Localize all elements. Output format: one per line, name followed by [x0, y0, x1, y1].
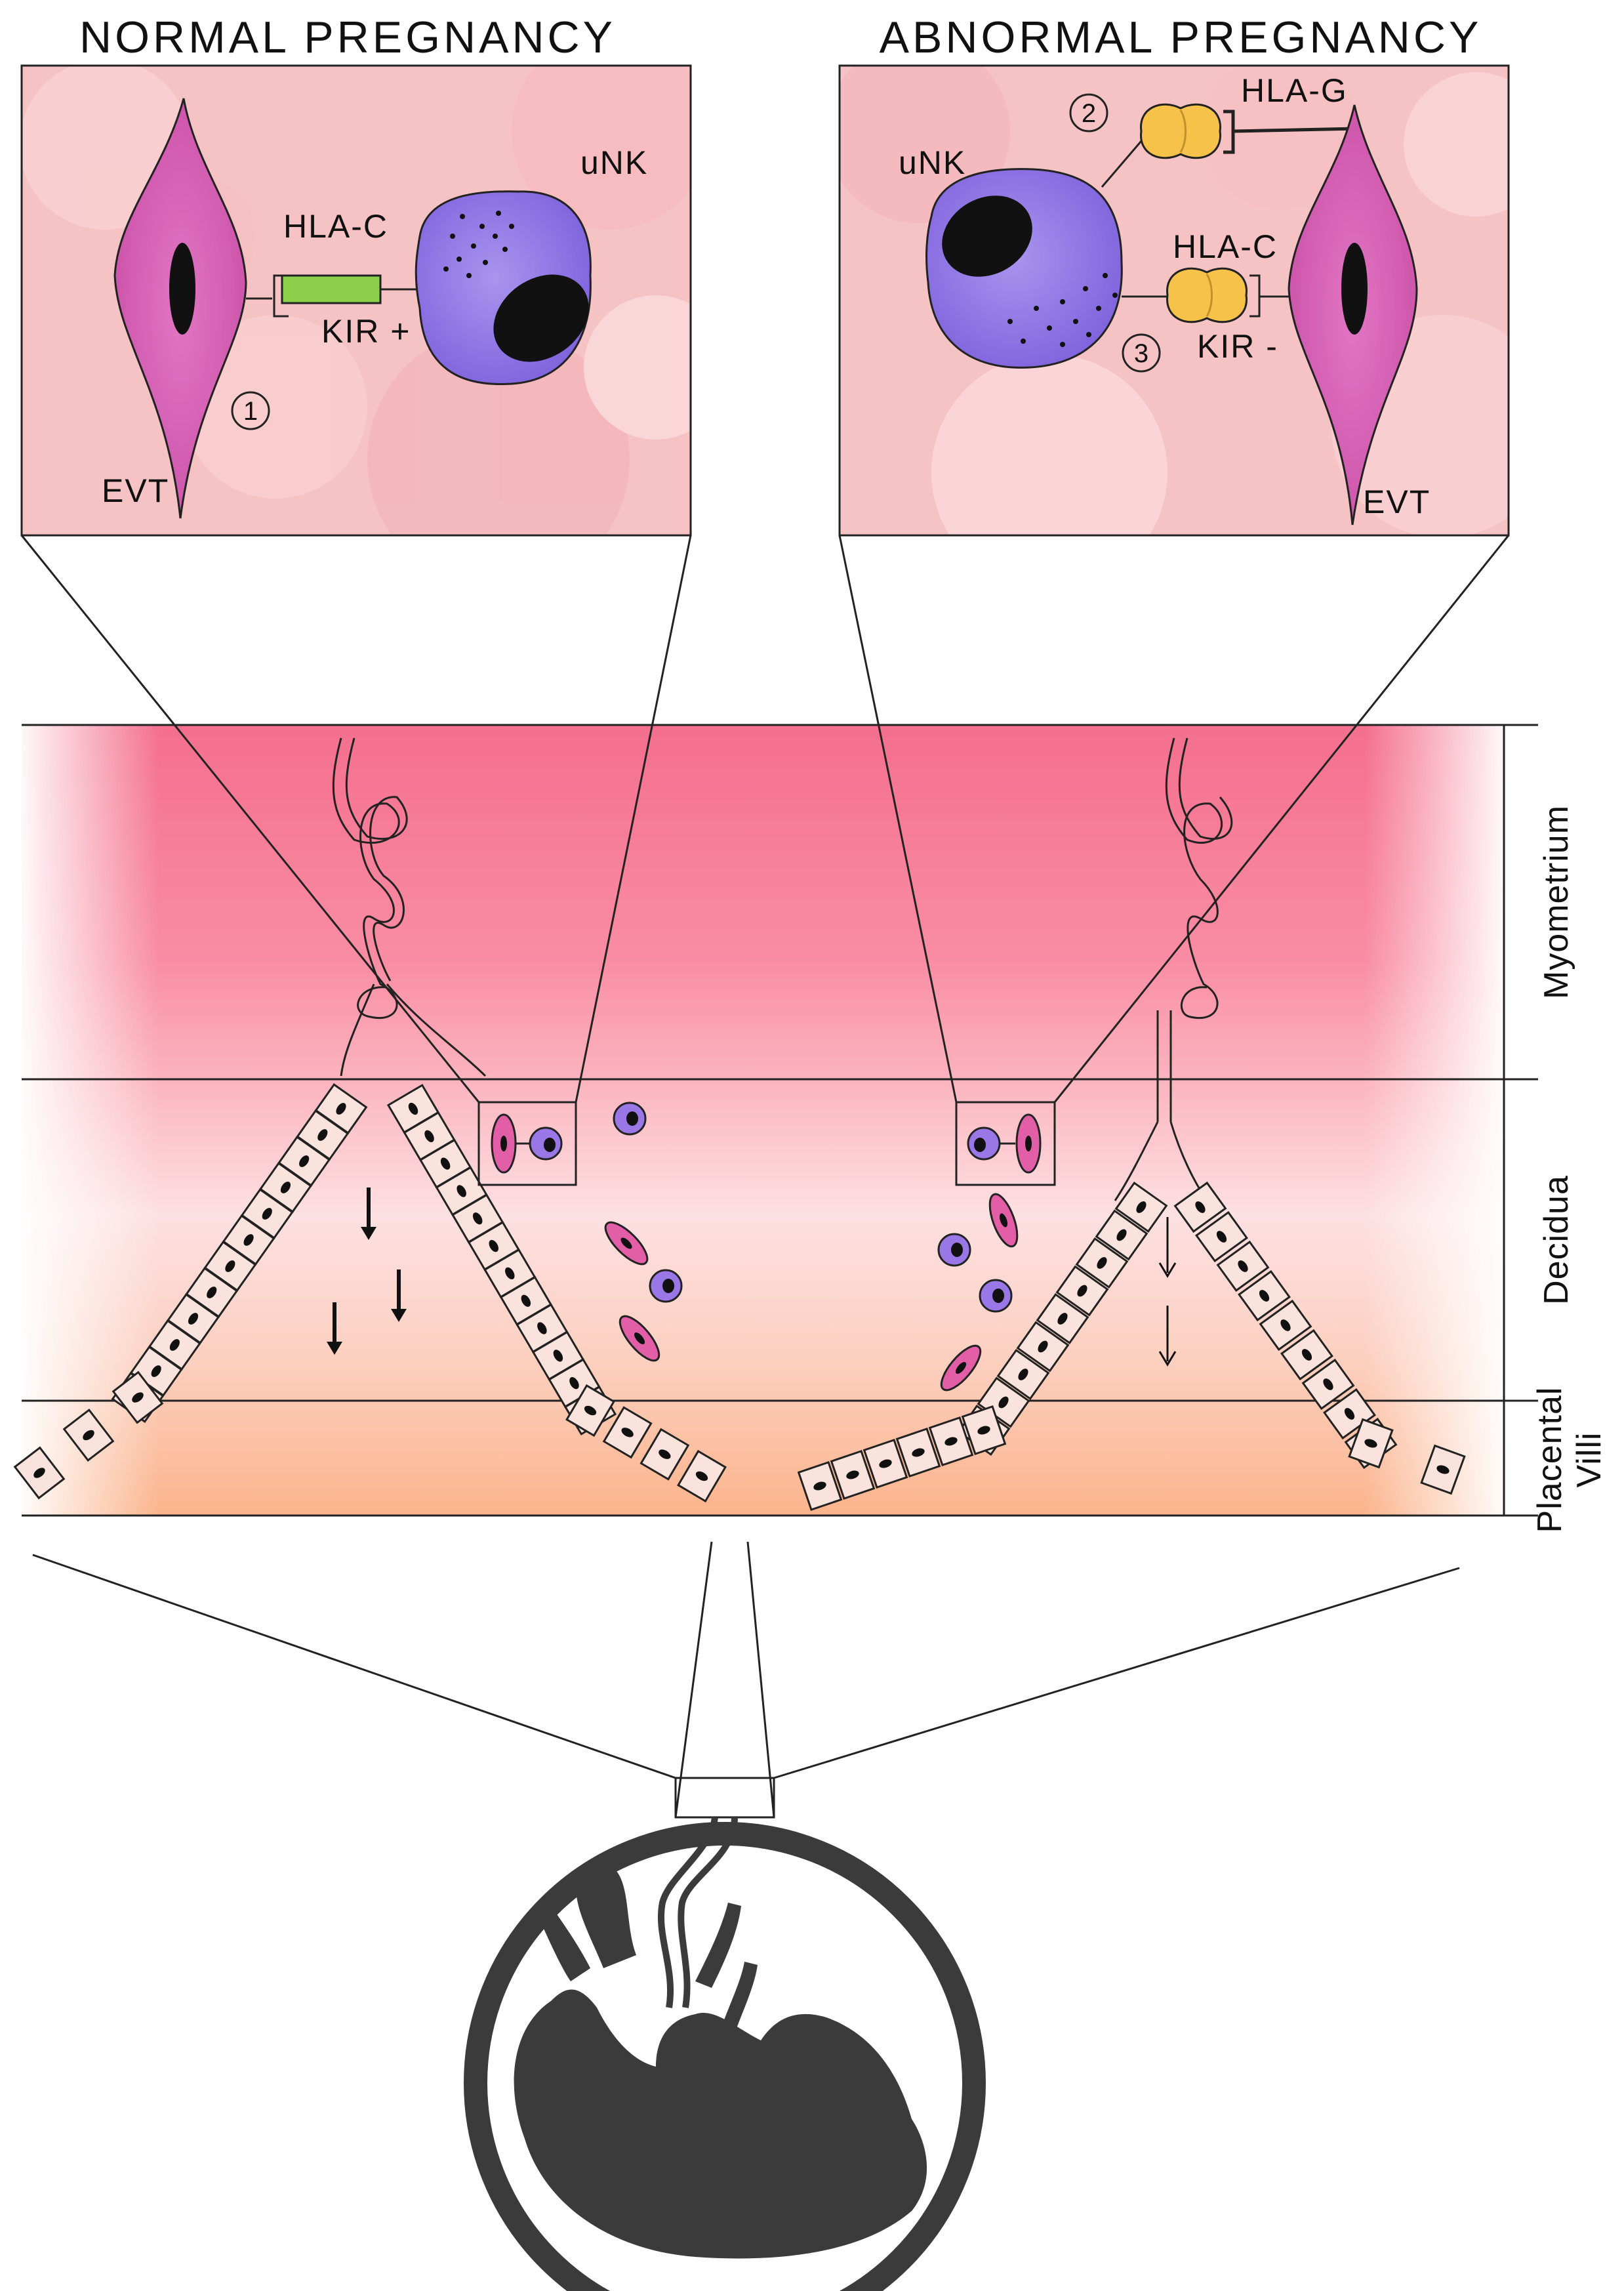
villus-cell [1114, 1182, 1168, 1233]
evt-cell [113, 98, 247, 519]
unk-label: uNK [580, 144, 648, 181]
marker-circle [1069, 93, 1108, 133]
tissue-layers [22, 724, 1538, 1517]
evt-cell [988, 1193, 1019, 1248]
villus-cell [1095, 1209, 1148, 1261]
villus-cell [1280, 1329, 1333, 1381]
evt-label: EVT [1363, 484, 1431, 520]
hla-c-receptor [1166, 267, 1248, 323]
villus-cell [1195, 1210, 1248, 1263]
villus-cell [797, 1460, 843, 1512]
villus-cell [112, 1371, 164, 1424]
villus-cell [1420, 1444, 1466, 1495]
kir-positive-label: KIR + [321, 313, 411, 350]
villus-cell [895, 1427, 941, 1478]
villus-cell [62, 1408, 115, 1462]
evt-label: EVT [102, 472, 169, 509]
marker-number: 2 [1082, 99, 1096, 128]
kir-negative-label: KIR - [1197, 328, 1278, 365]
zoom-lines [20, 535, 1510, 1103]
layer-label-myometrium: Myometrium [1537, 805, 1575, 999]
evt-cell [1288, 104, 1418, 526]
layer-label-placental: Placental [1531, 1387, 1569, 1533]
villus-cell [1055, 1265, 1109, 1317]
villus-cell [602, 1406, 653, 1459]
kir-positive-receptor [281, 274, 382, 304]
unk-label: uNK [899, 144, 966, 181]
villus-cell [1348, 1418, 1394, 1469]
unk-cell [925, 168, 1123, 369]
villus-cell [1016, 1321, 1070, 1373]
evt-cell [619, 1315, 660, 1362]
abnormal-inset: uNK HLA-G HLA-C KIR - EVT 2 3 [838, 64, 1510, 537]
villus-cell [961, 1405, 1007, 1456]
unk-cell [415, 190, 592, 386]
marker-circle [231, 391, 270, 430]
villus-cell [996, 1349, 1050, 1400]
evt-cell [604, 1221, 649, 1266]
marker-circle [1122, 333, 1161, 373]
marker-number: 1 [243, 397, 258, 426]
hla-g-receptor [1140, 103, 1221, 159]
villus-cell [1301, 1358, 1355, 1411]
villus-cell [203, 1241, 257, 1292]
villus-cell [277, 1136, 331, 1187]
fetus-illustration [464, 1817, 986, 2291]
normal-pregnancy-heading: NORMAL PREGNANCY [79, 12, 616, 62]
villus-chain-abnormal [797, 1181, 1466, 1512]
villus-cell [240, 1188, 294, 1239]
villus-cell [928, 1416, 974, 1467]
fetus-zoom-lines [32, 1541, 1460, 1819]
marker-number: 3 [1134, 339, 1148, 368]
zoom-box-abnormal [955, 1101, 1056, 1186]
abnormal-pregnancy-heading: ABNORMAL PREGNANCY [880, 12, 1482, 62]
villus-cell [1216, 1240, 1270, 1292]
unk-cell [613, 1102, 647, 1136]
spiral-artery-normal [332, 737, 487, 1077]
hla-c-label: HLA-C [283, 208, 388, 245]
villus-cell [167, 1293, 220, 1344]
unk-cell [979, 1279, 1013, 1313]
evt-cell [940, 1344, 982, 1392]
villus-cell [13, 1446, 66, 1500]
free-cells [604, 1102, 1019, 1392]
hla-g-label: HLA-G [1241, 72, 1348, 109]
villus-cell [1238, 1269, 1291, 1322]
villus-chain-normal [13, 1083, 727, 1503]
villus-cell [863, 1438, 908, 1489]
unk-cell [649, 1269, 683, 1303]
villus-cell [1259, 1299, 1312, 1352]
flow-arrows [327, 1187, 1177, 1367]
villus-cell [677, 1449, 727, 1503]
villus-cell [1036, 1293, 1089, 1344]
villus-cell [1323, 1388, 1376, 1440]
villus-cell [565, 1384, 615, 1437]
zoom-box-normal [477, 1101, 577, 1186]
villus-cell [1075, 1237, 1129, 1289]
villus-cell [830, 1449, 876, 1500]
layer-label-decidua: Decidua [1537, 1175, 1575, 1305]
layer-label-villi: Villi [1570, 1432, 1608, 1488]
hla-c-label: HLA-C [1173, 228, 1278, 265]
normal-inset: uNK HLA-C KIR + EVT 1 [20, 64, 692, 537]
unk-cell [937, 1233, 971, 1267]
villus-cell [1173, 1181, 1227, 1233]
villus-cell [639, 1428, 690, 1481]
